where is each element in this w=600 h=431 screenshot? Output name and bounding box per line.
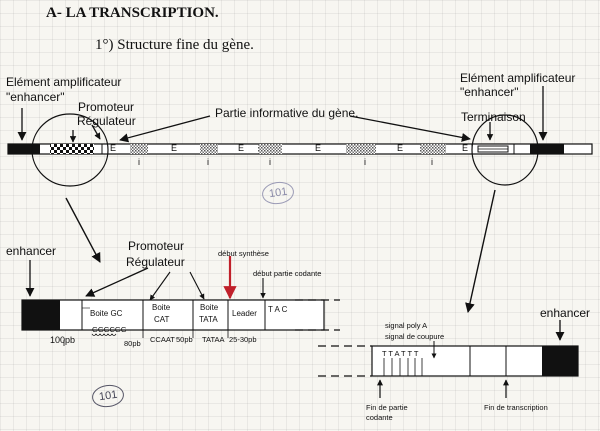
enhancer-left-label-line2: "enhancer" xyxy=(6,90,65,104)
gc-sequence-label: GGGCGG xyxy=(92,325,127,334)
partie-informative-label: Partie informative du gène. xyxy=(215,106,359,120)
exon-label: E xyxy=(171,143,178,153)
exon-label: E xyxy=(315,143,322,153)
boite-tata-label-line1: Boite xyxy=(200,303,219,312)
enhancer-block-right xyxy=(530,144,564,154)
exon-label: E xyxy=(110,143,117,153)
page-title: A- LA TRANSCRIPTION. xyxy=(46,5,219,21)
terminaison-label: Terminaison xyxy=(461,110,526,124)
pb-80-label: 80pb xyxy=(124,339,141,348)
boite-cat-label-line1: Boite xyxy=(152,303,171,312)
enhancer-block xyxy=(22,300,60,330)
promoteur-detail-label: Promoteur xyxy=(128,239,185,253)
intron-label: i xyxy=(138,157,140,167)
page-subtitle: 1°) Structure fine du gène. xyxy=(95,37,254,53)
zoom-circle-right xyxy=(471,114,539,186)
intron-block xyxy=(420,144,446,154)
intron-block xyxy=(200,144,218,154)
tataa-label: TATAA xyxy=(202,335,225,344)
terminator-detail-bar xyxy=(318,345,579,377)
debut-partie-codante-label: début partie codante xyxy=(253,269,322,278)
signal-coupure-label: signal de coupure xyxy=(385,332,445,341)
promoteur-label: Promoteur xyxy=(78,100,135,114)
zoom-circle-left xyxy=(31,113,109,187)
intron-block xyxy=(346,144,376,154)
debut-synthese-label: début synthèse xyxy=(218,249,269,258)
intron-label: i xyxy=(207,157,209,167)
enhancer-left-label-line1: Elément amplificateur xyxy=(6,75,122,89)
fin-partie-codante-line1: Fin de partie xyxy=(366,403,408,412)
exon-label: E xyxy=(462,143,469,153)
boite-gc-label: Boite GC xyxy=(90,309,123,318)
exon-label: E xyxy=(238,143,245,153)
promoter-checker-block xyxy=(50,144,94,154)
regulateur-label: Régulateur xyxy=(77,114,136,128)
pb-100-label: 100pb xyxy=(50,335,76,345)
signal-poly-a-label: signal poly A xyxy=(385,321,428,330)
exon-label: E xyxy=(397,143,404,153)
fin-partie-codante-line2: codante xyxy=(366,413,393,422)
boite-cat-label-line2: CAT xyxy=(154,315,170,324)
regulateur-detail-label: Régulateur xyxy=(126,255,185,269)
enhancer-right-label-line2: "enhancer" xyxy=(460,85,519,99)
enhancer-right-detail-label: enhancer xyxy=(540,306,591,320)
tac-codon-label: T A C xyxy=(268,305,288,314)
intron-label: i xyxy=(431,157,433,167)
enhancer-block-left xyxy=(8,144,40,154)
intron-block xyxy=(130,144,148,154)
leader-label: Leader xyxy=(232,309,257,318)
promoter-detail-bar xyxy=(21,299,340,331)
enhancer-block xyxy=(542,346,578,376)
ttattt-sequence-label: T T A T T T xyxy=(382,349,419,358)
ccaat-label: CCAAT xyxy=(150,335,175,344)
enhancer-detail-label: enhancer xyxy=(6,244,57,258)
intron-label: i xyxy=(364,157,366,167)
intron-label: i xyxy=(269,157,271,167)
gene-bar xyxy=(7,143,593,155)
intron-block xyxy=(258,144,282,154)
fin-transcription-label: Fin de transcription xyxy=(484,403,548,412)
boite-tata-label-line2: TATA xyxy=(199,315,218,324)
pb-50-label: 50pb xyxy=(176,335,193,344)
pb-25-30-label: 25-30pb xyxy=(229,335,257,344)
enhancer-right-label-line1: Elément amplificateur xyxy=(460,71,576,85)
